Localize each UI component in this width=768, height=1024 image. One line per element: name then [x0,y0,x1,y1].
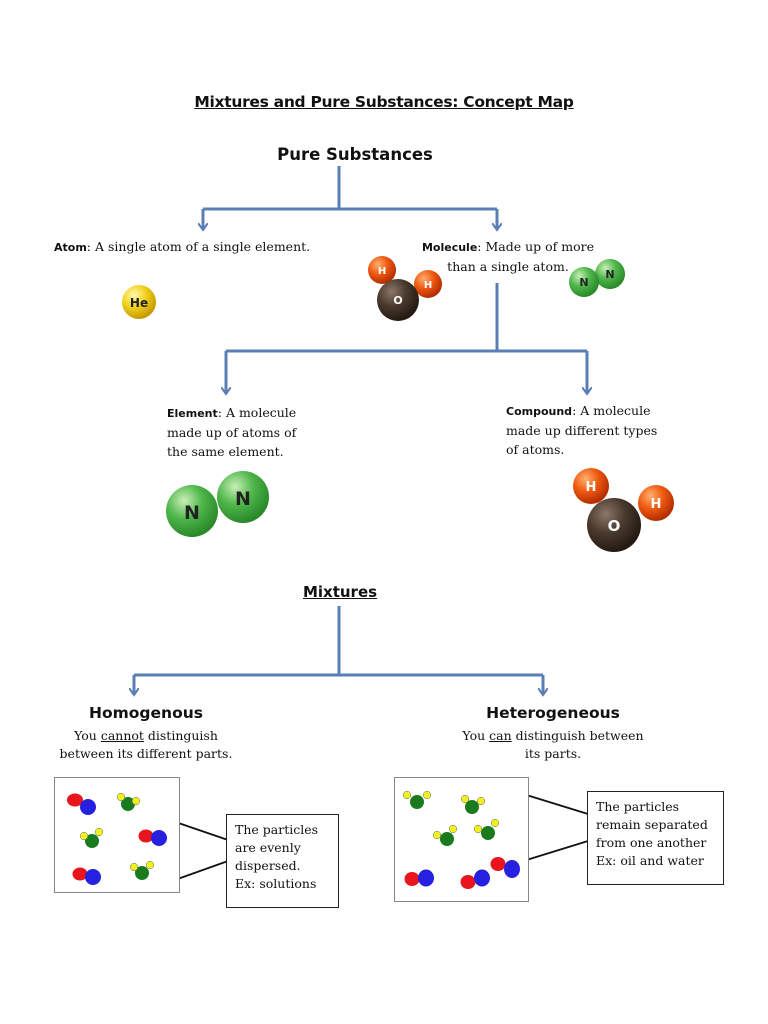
compound-definition: Compound: A molecule made up different t… [506,401,657,459]
svg-text:O: O [393,294,402,307]
compound-term: Compound [506,405,573,418]
svg-text:H: H [424,280,432,291]
svg-text:He: He [130,296,148,310]
molecule-term: Molecule [421,241,478,254]
homogenous-heading: Homogenous [89,704,203,722]
homogenous-callout: The particles are evenly dispersed. Ex: … [226,814,339,908]
atom-definition: Atom: A single atom of a single element. [54,237,310,257]
heterogeneous-callout: The particles remain separated from one … [587,791,724,885]
svg-text:O: O [608,517,621,535]
red-blue-pair [460,869,490,889]
water-molecule-large: H H O [573,468,674,552]
molecule-desc-line2: than a single atom. [447,259,569,274]
svg-text:N: N [605,268,614,281]
can-emphasis: can [489,728,512,743]
green-yellow-particle [473,818,500,840]
green-yellow-particle [402,790,432,809]
page-title: Mixtures and Pure Substances: Concept Ma… [194,93,574,111]
compound-desc-line3: of atoms. [506,442,565,457]
heterogeneous-pointer-line [519,840,589,863]
red-blue-pair [138,829,167,846]
red-blue-pair [67,793,96,815]
green-yellow-particle [129,860,155,880]
heterogeneous-heading: Heterogeneous [486,704,620,722]
green-yellow-particle [460,794,486,814]
homogenous-particles [67,792,167,885]
green-yellow-particle [79,827,104,848]
svg-text:H: H [586,480,597,495]
atom-term: Atom [54,241,87,254]
nitrogen-molecule-large: N N [166,471,269,537]
green-yellow-particle [432,824,458,846]
svg-text:H: H [651,497,662,512]
heterogeneous-particles [402,790,520,889]
cannot-emphasis: cannot [100,728,144,743]
mixtures-heading: Mixtures [302,583,378,601]
compound-desc-line1: : A molecule [572,403,651,418]
homogenous-description: You cannot distinguish between its diffe… [59,728,233,761]
water-molecule-small: H H O [368,256,442,321]
nitrogen-molecule-small: N N [569,259,625,297]
svg-text:N: N [184,502,200,524]
molecule-definition: Molecule: Made up of more than a single … [416,237,600,276]
heterogeneous-description: You can distinguish between its parts. [462,728,644,761]
element-desc-line2: made up of atoms of [167,425,297,440]
element-desc-line1: : A molecule [217,405,297,420]
helium-atom: He [122,285,156,319]
svg-text:N: N [235,488,251,510]
red-blue-pair [72,867,101,885]
svg-text:H: H [378,266,386,277]
svg-text:N: N [579,276,588,289]
element-desc-line3: the same element. [167,444,284,459]
element-definition: Element: A molecule made up of atoms of … [167,403,296,461]
red-blue-pair [490,857,520,878]
element-term: Element [167,407,218,420]
compound-desc-line2: made up different types [506,423,658,438]
atom-desc: : A single atom of a single element. [86,239,311,254]
heterogeneous-pointer-line [519,792,589,815]
green-yellow-particle [116,792,141,811]
red-blue-pair [404,869,434,887]
pure-substances-heading: Pure Substances [277,145,433,164]
molecule-desc-line1: : Made up of more [477,239,595,254]
